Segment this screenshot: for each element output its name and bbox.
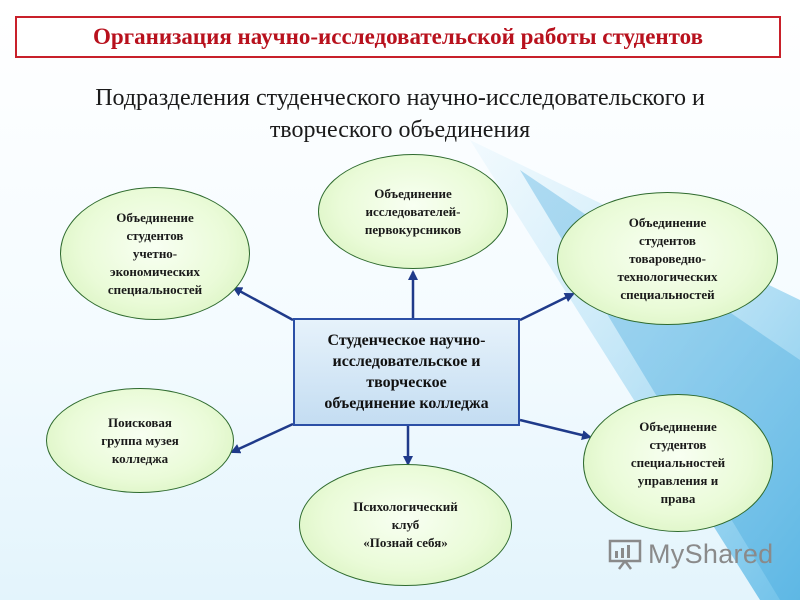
center-node-label: Студенческое научно- исследовательское и… [324, 332, 489, 412]
node-management: Объединение студентов специальностей упр… [583, 394, 773, 532]
page-title: Организация научно-исследовательской раб… [92, 24, 704, 49]
title-banner: Организация научно-исследовательской раб… [15, 16, 781, 58]
node-economics: Объединение студентов учетно- экономичес… [60, 187, 250, 320]
presentation-screen-icon [608, 539, 642, 570]
node-museum: Поисковая группа музея колледжа [46, 388, 234, 493]
node-first-year: Объединение исследователей- первокурсник… [318, 154, 508, 269]
node-first-year-label: Объединение исследователей- первокурсник… [364, 185, 462, 237]
subtitle-text: Подразделения студенческого научно-иссле… [95, 85, 705, 143]
page-subtitle: Подразделения студенческого научно-иссле… [40, 82, 760, 146]
node-psychology-label: Психологический клуб «Познай себя» [353, 499, 458, 550]
arrow-to-economics [232, 286, 294, 322]
node-management-label: Объединение студентов специальностей упр… [630, 419, 726, 506]
watermark-text: MyShared [648, 538, 774, 569]
arrow-to-museum [230, 422, 294, 454]
node-commodity-label: Объединение студентов товароведно- техно… [617, 214, 718, 302]
node-psychology: Психологический клуб «Познай себя» [299, 464, 512, 586]
node-museum-label: Поисковая группа музея колледжа [101, 414, 179, 466]
center-node: Студенческое научно- исследовательское и… [293, 318, 520, 426]
watermark: MyShared [608, 536, 773, 572]
node-commodity: Объединение студентов товароведно- техно… [557, 192, 778, 325]
arrow-to-commodity [519, 292, 575, 322]
arrow-to-management [519, 418, 592, 440]
node-economics-label: Объединение студентов учетно- экономичес… [107, 209, 203, 297]
